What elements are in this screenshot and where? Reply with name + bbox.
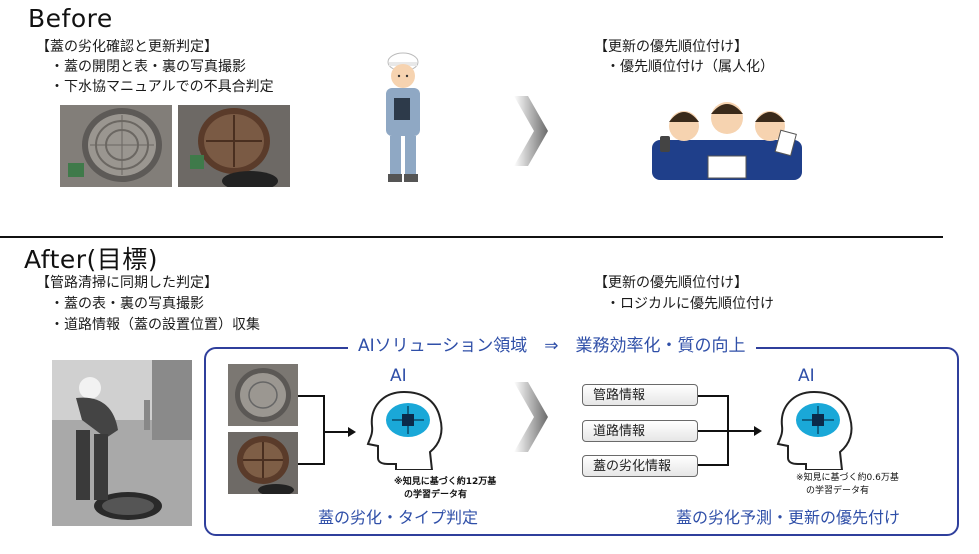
ai-label-left: AI (390, 366, 407, 386)
arrow-chevron-before (514, 96, 548, 166)
manhole-photo-top (60, 105, 172, 187)
before-left-bullet-1: ・蓋の開閉と表・裏の写真撮影 (50, 59, 246, 75)
info-box-pipe: 管路情報 (582, 384, 698, 406)
worker-illustration (372, 50, 434, 190)
before-right-title: 【更新の優先順位付け】 (594, 39, 748, 55)
note-right-line-1: ※知見に基づく約0.6万基 (796, 473, 899, 483)
ai-solution-title: AIソリューション領域 ⇒ 業務効率化・質の向上 (348, 335, 756, 357)
note-left-line-1: ※知見に基づく約12万基 (394, 477, 497, 487)
info-box-road: 道路情報 (582, 420, 698, 442)
photo-to-ai-connector (298, 395, 356, 465)
after-right-bullet-1: ・ロジカルに優先順位付け (606, 296, 774, 312)
note-right-line-2: の学習データ有 (806, 486, 870, 496)
info-to-ai-connector (698, 395, 762, 466)
before-left-title: 【蓋の劣化確認と更新判定】 (36, 39, 218, 55)
info-box-cover-deterioration: 蓋の劣化情報 (582, 455, 698, 477)
after-left-bullet-2: ・道路情報（蓋の設置位置）収集 (50, 317, 260, 333)
brain-ai-icon-left (366, 390, 444, 471)
after-left-bullet-1: ・蓋の表・裏の写真撮影 (50, 296, 204, 312)
note-left-line-2: の学習データ有 (404, 490, 468, 500)
manhole-inspection-photo (52, 360, 192, 526)
manhole-photo-open (178, 105, 290, 187)
caption-right: 蓋の劣化予測・更新の優先付け (676, 508, 901, 527)
after-left-title: 【管路清掃に同期した判定】 (36, 275, 218, 291)
before-left-bullet-2: ・下水協マニュアルでの不具合判定 (50, 79, 274, 95)
arrow-chevron-after (514, 382, 548, 452)
cover-photo-back (228, 432, 298, 494)
brain-ai-icon-right (776, 390, 854, 471)
before-right-bullet-1: ・優先順位付け（属人化） (606, 59, 774, 75)
caption-left: 蓋の劣化・タイプ判定 (318, 508, 479, 527)
after-heading: After(目標) (24, 245, 159, 274)
cover-photo-front (228, 364, 298, 426)
before-heading: Before (28, 4, 113, 33)
office-workers-illustration (652, 92, 802, 180)
section-divider (0, 236, 943, 238)
after-right-title: 【更新の優先順位付け】 (594, 275, 748, 291)
ai-label-right: AI (798, 366, 815, 386)
